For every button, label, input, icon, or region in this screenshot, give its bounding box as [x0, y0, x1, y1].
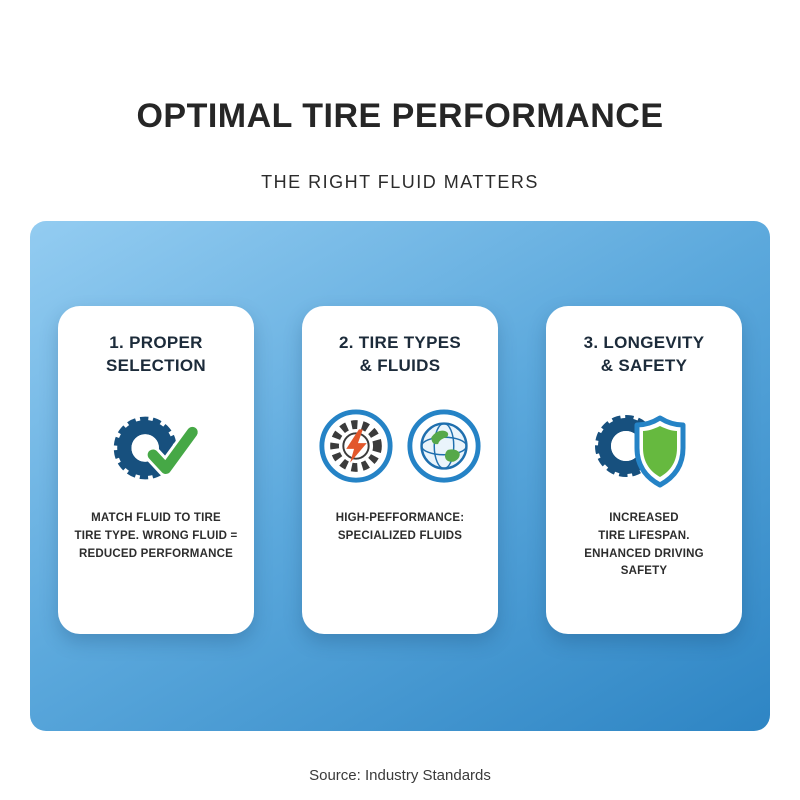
card-title: 1. PROPER SELECTION: [106, 333, 206, 376]
card-proper-selection: 1. PROPER SELECTION MATCH FLUID TO TIRE …: [58, 306, 254, 635]
content-panel: 1. PROPER SELECTION MATCH FLUID TO TIRE …: [30, 221, 770, 732]
card-title: 2. TIRE TYPES & FLUIDS: [339, 333, 461, 376]
source-note: Source: Industry Standards: [309, 767, 491, 785]
card-longevity-safety: 3. LONGEVITY & SAFETY INCREASED TIRE LIF…: [546, 306, 742, 635]
card-body: HIGH-PEFFORMANCE: SPECIALIZED FLUIDS: [335, 512, 465, 542]
page-subtitle: THE RIGHT FLUID MATTERS: [261, 172, 539, 193]
card-tire-types-fluids: 2. TIRE TYPES & FLUIDS: [302, 306, 498, 635]
card-title: 3. LONGEVITY & SAFETY: [583, 333, 705, 376]
page-title: OPTIMAL TIRE PERFORMANCE: [136, 97, 664, 135]
tire-with-shield-icon: [588, 400, 700, 496]
card-body: INCREASED TIRE LIFESPAN. ENHANCED DRIVIN…: [584, 512, 704, 578]
card-icons: [317, 400, 483, 496]
globe-icon: [405, 407, 483, 490]
card-body: MATCH FLUID TO TIRE TIRE TYPE. WRONG FLU…: [74, 512, 238, 560]
tire-with-green-check-icon: [102, 400, 210, 496]
tire-with-lightning-bolt-icon: [317, 407, 395, 490]
